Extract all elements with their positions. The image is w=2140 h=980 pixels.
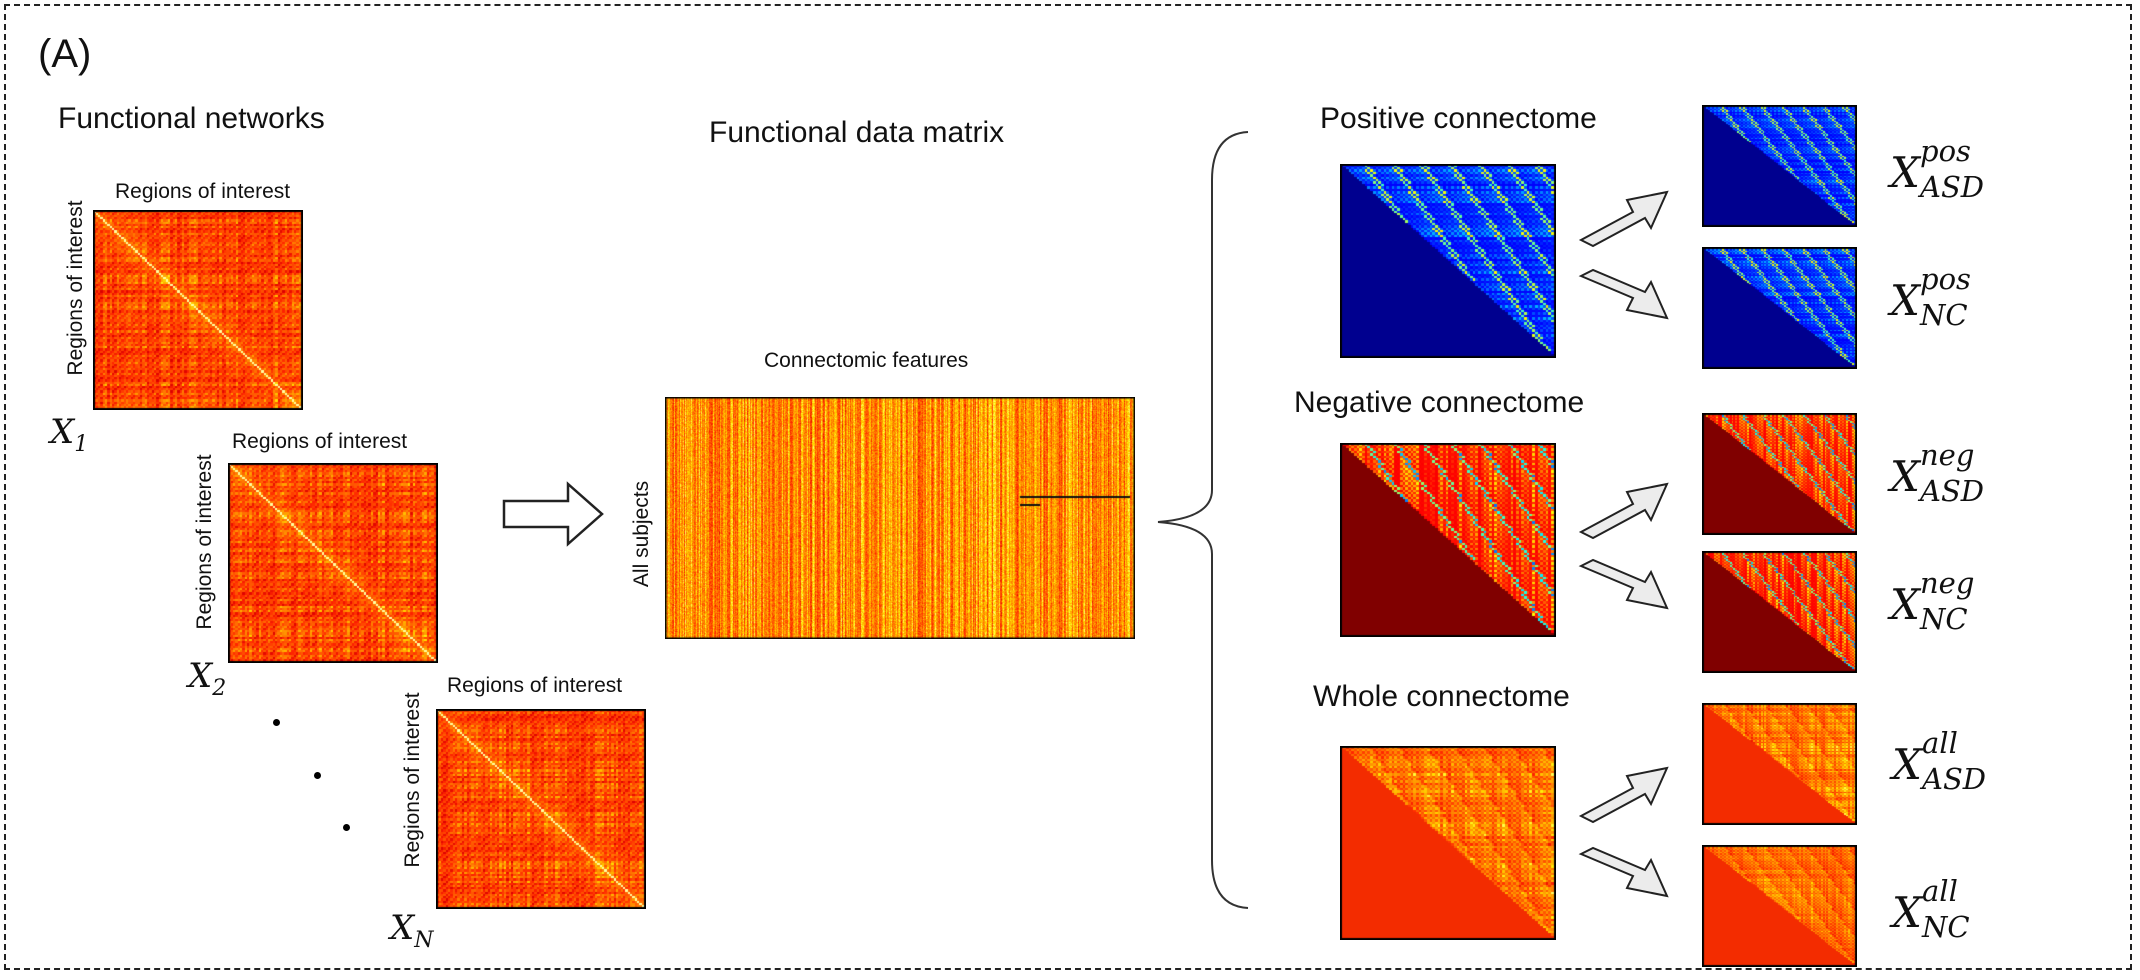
positive-connectome-matrix <box>1340 164 1556 358</box>
functional-networks-heading: Functional networks <box>58 102 325 135</box>
connectomic-features-matrix <box>665 397 1135 639</box>
negative-nc-matrix <box>1702 551 1857 673</box>
negative-connectome-heading: Negative connectome <box>1294 386 1585 419</box>
matrix1-ylabel: Regions of interest <box>64 200 87 376</box>
figure-frame <box>4 4 2132 970</box>
connectomic-features-title: Connectomic features <box>764 349 969 372</box>
roi-matrix-2 <box>228 463 438 663</box>
matrix2-ylabel: Regions of interest <box>193 454 216 630</box>
ellipsis-dot <box>273 719 280 726</box>
matrix1-title: Regions of interest <box>115 180 291 203</box>
positive-connectome-heading: Positive connectome <box>1320 102 1597 135</box>
up-right-arrow-icon <box>1578 766 1669 824</box>
up-right-arrow-icon <box>1578 190 1669 248</box>
negative-connectome-matrix <box>1340 443 1556 637</box>
right-arrow-icon <box>502 481 604 547</box>
down-right-arrow-icon <box>1578 846 1669 898</box>
all-subjects-ylabel: All subjects <box>630 480 653 588</box>
matrixN-ylabel: Regions of interest <box>401 692 424 868</box>
down-right-arrow-icon <box>1578 558 1669 610</box>
curly-brace <box>1157 131 1249 909</box>
up-right-arrow-icon <box>1578 482 1669 540</box>
whole-connectome-heading: Whole connectome <box>1313 680 1570 713</box>
whole-asd-matrix <box>1702 703 1857 825</box>
positive-asd-matrix <box>1702 105 1857 227</box>
functional-data-matrix-heading: Functional data matrix <box>709 116 1005 149</box>
ellipsis-dot <box>343 824 350 831</box>
negative-asd-matrix <box>1702 413 1857 535</box>
var-x1: X1 <box>50 412 89 457</box>
roi-matrix-N <box>436 709 646 909</box>
ellipsis-dot <box>314 772 321 779</box>
matrixN-title: Regions of interest <box>447 674 623 697</box>
matrix2-title: Regions of interest <box>232 430 408 453</box>
whole-connectome-matrix <box>1340 746 1556 940</box>
var-xN: XN <box>390 908 434 953</box>
roi-matrix-1 <box>93 210 303 410</box>
down-right-arrow-icon <box>1578 268 1669 320</box>
var-x2: X2 <box>188 656 227 701</box>
whole-nc-matrix <box>1702 845 1857 967</box>
panel-label: (A) <box>38 32 92 76</box>
positive-nc-matrix <box>1702 247 1857 369</box>
